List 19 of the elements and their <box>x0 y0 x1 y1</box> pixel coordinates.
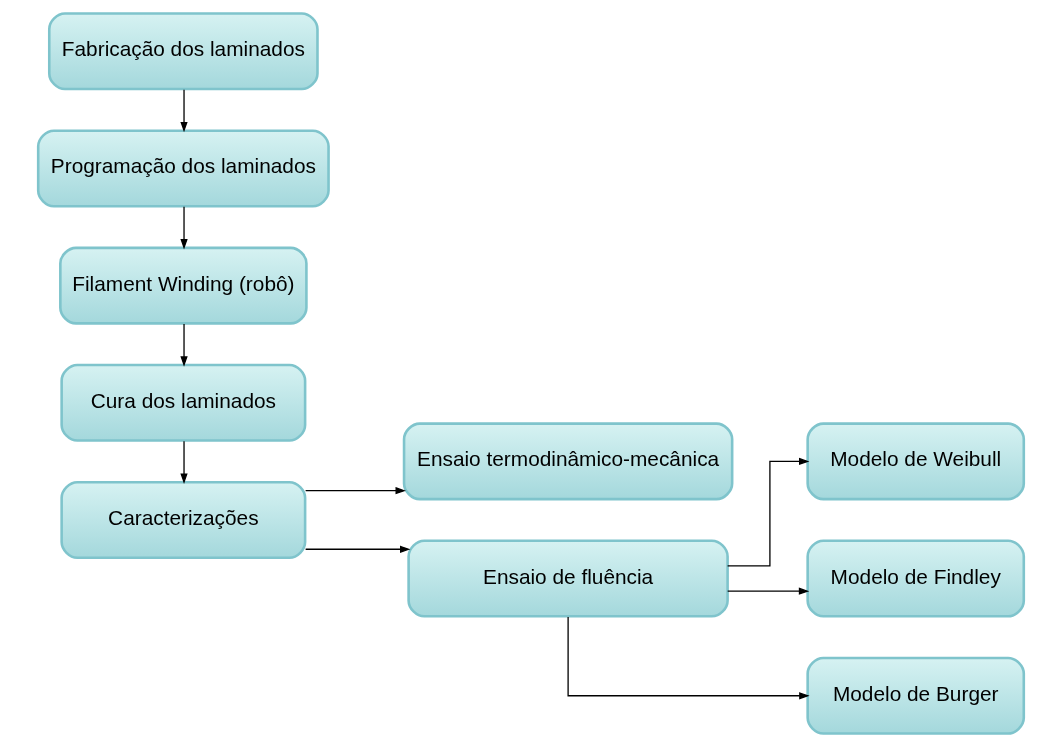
node-box: Ensaio termodinâmico-mecânica <box>402 422 733 501</box>
arrow <box>179 88 188 133</box>
node-box: Modelo de Weibull <box>805 422 1025 501</box>
node-box: Cura dos laminados <box>59 363 306 442</box>
node-box: Programação dos laminados <box>36 129 330 208</box>
node-box: Modelo de Burger <box>805 656 1025 735</box>
arrow <box>304 545 410 553</box>
node-box: Modelo de Findley <box>805 539 1025 618</box>
arrow <box>566 616 810 700</box>
arrow <box>726 457 809 567</box>
arrow <box>304 487 406 495</box>
node-box: Fabricação dos laminados <box>47 12 319 91</box>
node-box: Filament Winding (robô) <box>58 246 308 325</box>
arrow <box>726 587 809 595</box>
arrow <box>179 323 188 367</box>
arrow <box>179 206 188 250</box>
node-box: Ensaio de fluência <box>406 539 729 618</box>
node-box: Caracterizações <box>59 480 306 560</box>
arrow <box>179 440 188 484</box>
